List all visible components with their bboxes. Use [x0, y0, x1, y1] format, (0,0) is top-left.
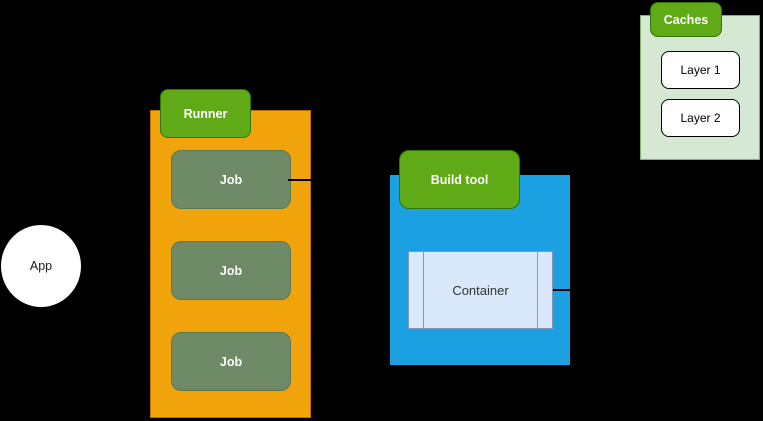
node-layer-2: Layer 2 — [661, 99, 740, 137]
node-job-1: Job — [171, 150, 291, 209]
node-job-3-label: Job — [219, 354, 243, 369]
connector-container-to-caches — [553, 289, 572, 291]
container-right-bar — [537, 252, 538, 328]
node-layer-2-label: Layer 2 — [680, 111, 721, 125]
node-job-2-label: Job — [219, 263, 243, 278]
node-layer-1-label: Layer 1 — [680, 63, 721, 77]
connector-job-to-buildtool — [288, 179, 390, 181]
node-job-2: Job — [171, 241, 291, 300]
node-app-label: App — [29, 259, 53, 273]
node-app: App — [1, 225, 81, 307]
node-layer-1: Layer 1 — [661, 51, 740, 89]
node-container: Container — [408, 251, 553, 329]
container-left-bar — [423, 252, 424, 328]
label-build-tool-text: Build tool — [430, 172, 489, 187]
label-runner: Runner — [160, 89, 251, 138]
label-build-tool: Build tool — [399, 150, 520, 209]
node-job-3: Job — [171, 332, 291, 391]
label-runner-text: Runner — [183, 106, 228, 121]
label-caches: Caches — [650, 2, 722, 37]
node-job-1-label: Job — [219, 172, 243, 187]
label-caches-text: Caches — [663, 12, 709, 27]
node-container-label: Container — [452, 282, 509, 298]
